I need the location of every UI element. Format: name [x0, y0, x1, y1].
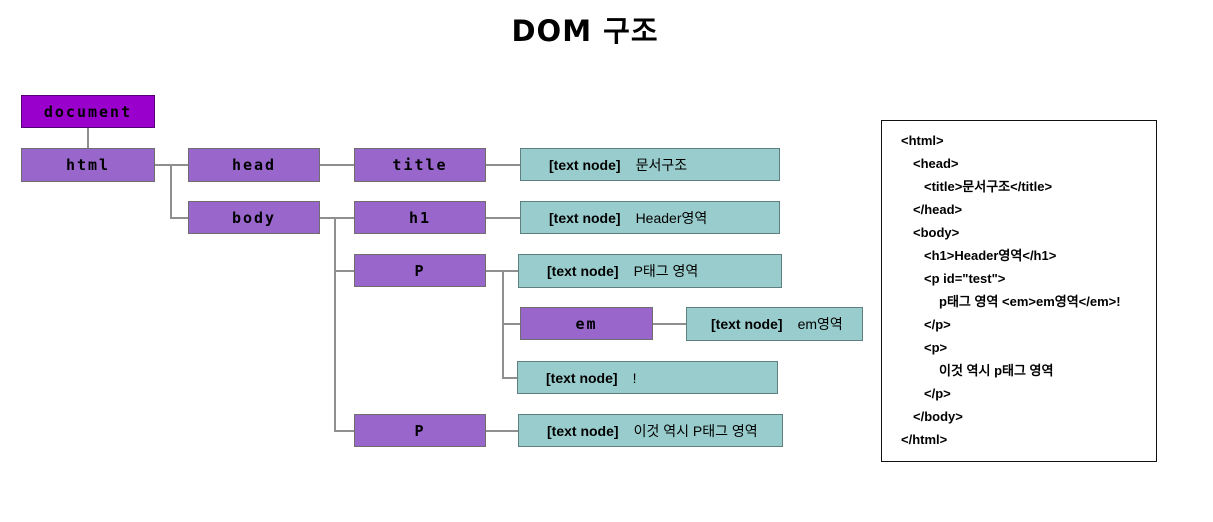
code-line: </body> [913, 409, 963, 424]
tree-node-em: em [520, 307, 653, 340]
tree-node-html: html [21, 148, 155, 182]
code-line: <html> [901, 133, 944, 148]
text-node-value: Header영역 [635, 209, 708, 226]
text-node-value: P태그 영역 [633, 263, 699, 279]
text-node-label: [text node] [547, 422, 619, 439]
code-line: </p> [924, 386, 951, 401]
connector-body-h1 [320, 217, 354, 219]
connector-p1-exclamation [502, 377, 517, 379]
connector-html-body [170, 217, 188, 219]
connector-body-trunk [334, 217, 336, 431]
connector-p1-em [502, 323, 520, 325]
page-title: DOM 구조 [511, 14, 659, 48]
text-node-value: 문서구조 [635, 156, 688, 173]
text-node-box-title: [text node] 문서구조 [520, 148, 780, 181]
connector-em-textnode [653, 323, 686, 325]
text-node-value: 이것 역시 P태그 영역 [633, 422, 758, 439]
code-line: <p id="test"> [924, 271, 1006, 286]
text-node-value: em영역 [797, 316, 843, 332]
text-node-value: ! [632, 369, 637, 386]
connector-title-textnode [486, 164, 520, 166]
tree-node-body: body [188, 201, 320, 234]
text-node-box-p2: [text node] 이것 역시 P태그 영역 [518, 414, 783, 447]
tree-node-h1: h1 [354, 201, 486, 234]
text-node-label: [text node] [549, 209, 621, 226]
code-line: </p> [924, 317, 951, 332]
connector-body-p2 [334, 430, 354, 432]
connector-body-p1 [334, 270, 354, 272]
text-node-label: [text node] [711, 316, 783, 332]
text-node-label: [text node] [549, 156, 621, 173]
code-line: <body> [913, 225, 960, 240]
text-node-box-em: [text node] em영역 [686, 307, 863, 341]
code-line: <h1>Header영역</h1> [924, 248, 1057, 263]
tree-node-p1: P [354, 254, 486, 287]
text-node-label: [text node] [547, 263, 619, 279]
code-line: <p> [924, 340, 948, 355]
code-line: 이것 역시 p태그 영역 [939, 363, 1054, 378]
code-line: </html> [901, 432, 948, 447]
code-line: </head> [913, 202, 963, 217]
tree-node-head: head [188, 148, 320, 182]
text-node-box-exclamation: [text node] ! [517, 361, 778, 394]
text-node-box-h1: [text node] Header영역 [520, 201, 780, 234]
text-node-box-p1: [text node] P태그 영역 [518, 254, 782, 288]
tree-node-title: title [354, 148, 486, 182]
code-panel: <html> <head> <title>문서구조</title> </head… [881, 120, 1157, 462]
connector-html-trunk [170, 164, 172, 218]
code-line: p태그 영역 <em>em영역</em>! [939, 294, 1121, 309]
connector-p2-textnode [486, 430, 518, 432]
text-node-label: [text node] [546, 369, 618, 386]
connector-head-title [320, 164, 354, 166]
code-line: <head> [913, 156, 959, 171]
code-line: <title>문서구조</title> [924, 179, 1053, 194]
tree-node-p2: P [354, 414, 486, 447]
tree-node-document: document [21, 95, 155, 128]
connector-h1-textnode [486, 217, 520, 219]
connector-document-html [87, 128, 89, 148]
